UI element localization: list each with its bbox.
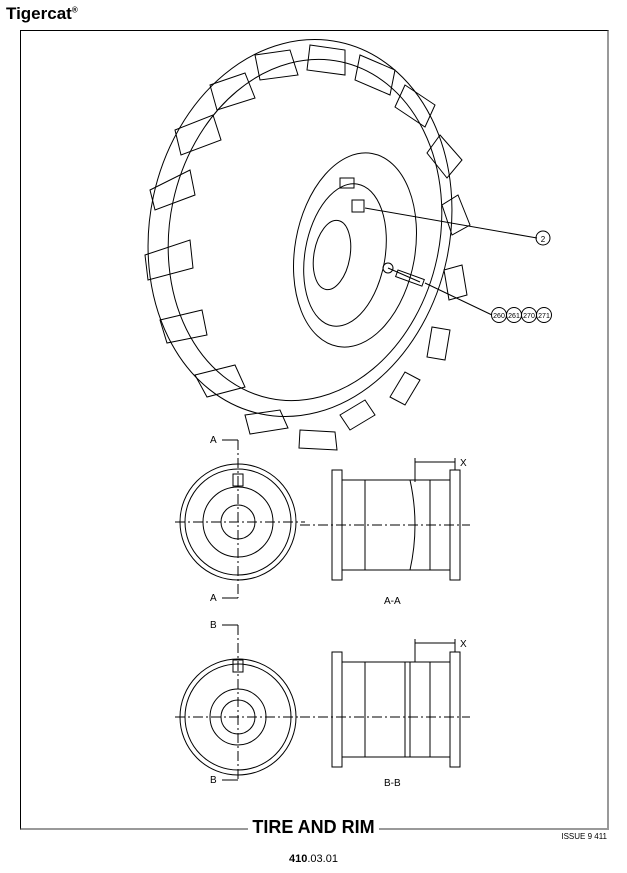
callout-circle: [535, 230, 551, 246]
rim-illustration: [293, 152, 425, 348]
callout-271: 271: [538, 313, 550, 320]
section-bb-label: B-B: [384, 778, 401, 789]
page-title: TIRE AND RIM: [0, 817, 627, 838]
page-number: 410.03.01: [0, 853, 627, 865]
section-aa-label: A-A: [384, 596, 401, 607]
callout-261: 261: [508, 313, 520, 320]
section-a-top-label: A: [210, 435, 217, 446]
leader-lines: [364, 207, 538, 316]
page-number-section: 410: [289, 853, 308, 865]
callout-2: 2: [541, 235, 546, 244]
section-a-bottom-label: A: [210, 593, 217, 604]
side-view-bb: [300, 639, 470, 768]
dimension-x-label-b: X: [460, 639, 467, 650]
page-number-rest: .03.01: [307, 853, 338, 865]
bolt-callouts: [491, 307, 552, 323]
callout-270: 270: [523, 313, 535, 320]
section-b-bottom-label: B: [210, 775, 217, 786]
page-title-text: TIRE AND RIM: [248, 817, 379, 837]
dimension-x-label-a: X: [460, 458, 467, 469]
front-view-a: [175, 439, 305, 599]
section-b-top-label: B: [210, 620, 217, 631]
brand-logo: Tigercat®: [6, 4, 78, 24]
side-view-aa: [300, 458, 470, 581]
callout-260: 260: [493, 313, 505, 320]
front-view-b: [175, 624, 305, 781]
tire-illustration: [144, 39, 471, 451]
issue-number: ISSUE 9 411: [561, 832, 607, 841]
brand-mark: ®: [71, 5, 78, 15]
brand-name: Tigercat: [6, 4, 72, 23]
